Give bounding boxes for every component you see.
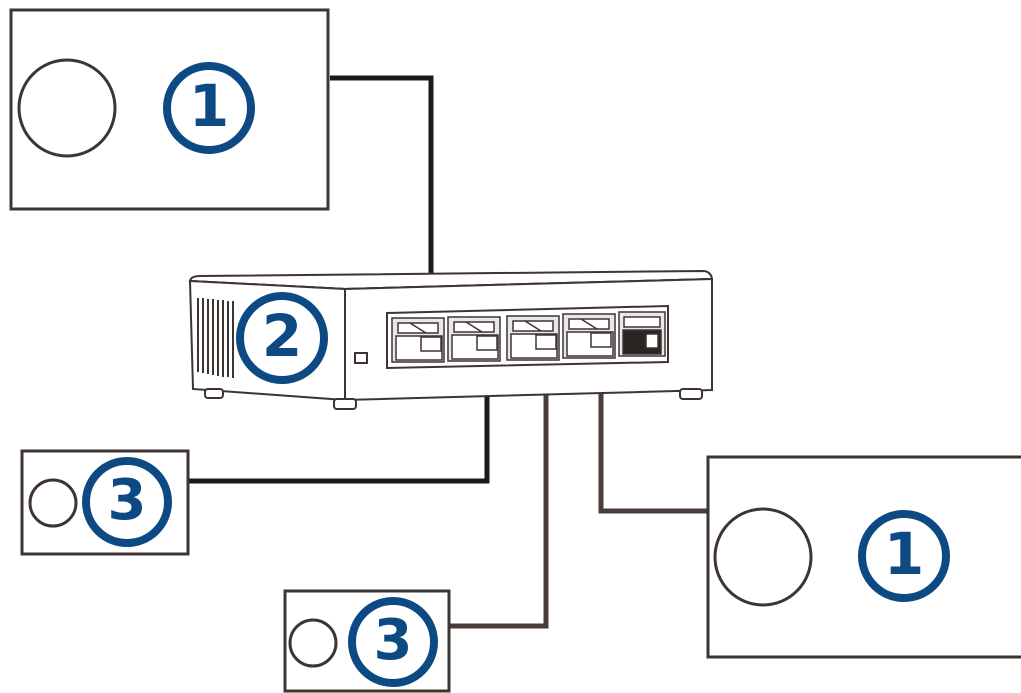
callout-badge [82,457,172,547]
callout-number: 1 [189,72,229,140]
network-switch: 2 [188,269,714,410]
ethernet-port-icon [447,316,501,362]
circle-icon [28,478,78,528]
cable-plugs [420,332,612,352]
cable-device-1-top-to-switch [330,75,434,345]
led-indicator-icon [354,352,368,364]
device-3-left: 3 [20,449,190,556]
device-3-bottom: 3 [283,589,451,693]
cable-switch-to-device-3-bottom [449,345,549,629]
device-1-right: 1 [706,455,1021,659]
vent-grille-icon [197,298,234,378]
callout-badge [163,62,255,154]
device-1-top: 1 [9,8,330,211]
cable-switch-to-device-1-right [598,345,708,514]
switch-foot [333,398,357,410]
circle-icon [713,507,813,607]
callout-badge [348,597,438,687]
callout-badge [858,510,950,602]
circle-icon [17,58,117,158]
switch-top-face [188,269,714,291]
callout-number: 1 [884,520,924,588]
callout-badge [236,292,328,384]
ethernet-port-icon [618,311,666,357]
circle-icon [288,618,338,668]
callout-number: 2 [262,302,302,370]
callout-number: 3 [374,608,413,673]
callout-number: 3 [108,468,147,533]
switch-foot [204,388,224,399]
switch-foot [679,388,703,400]
